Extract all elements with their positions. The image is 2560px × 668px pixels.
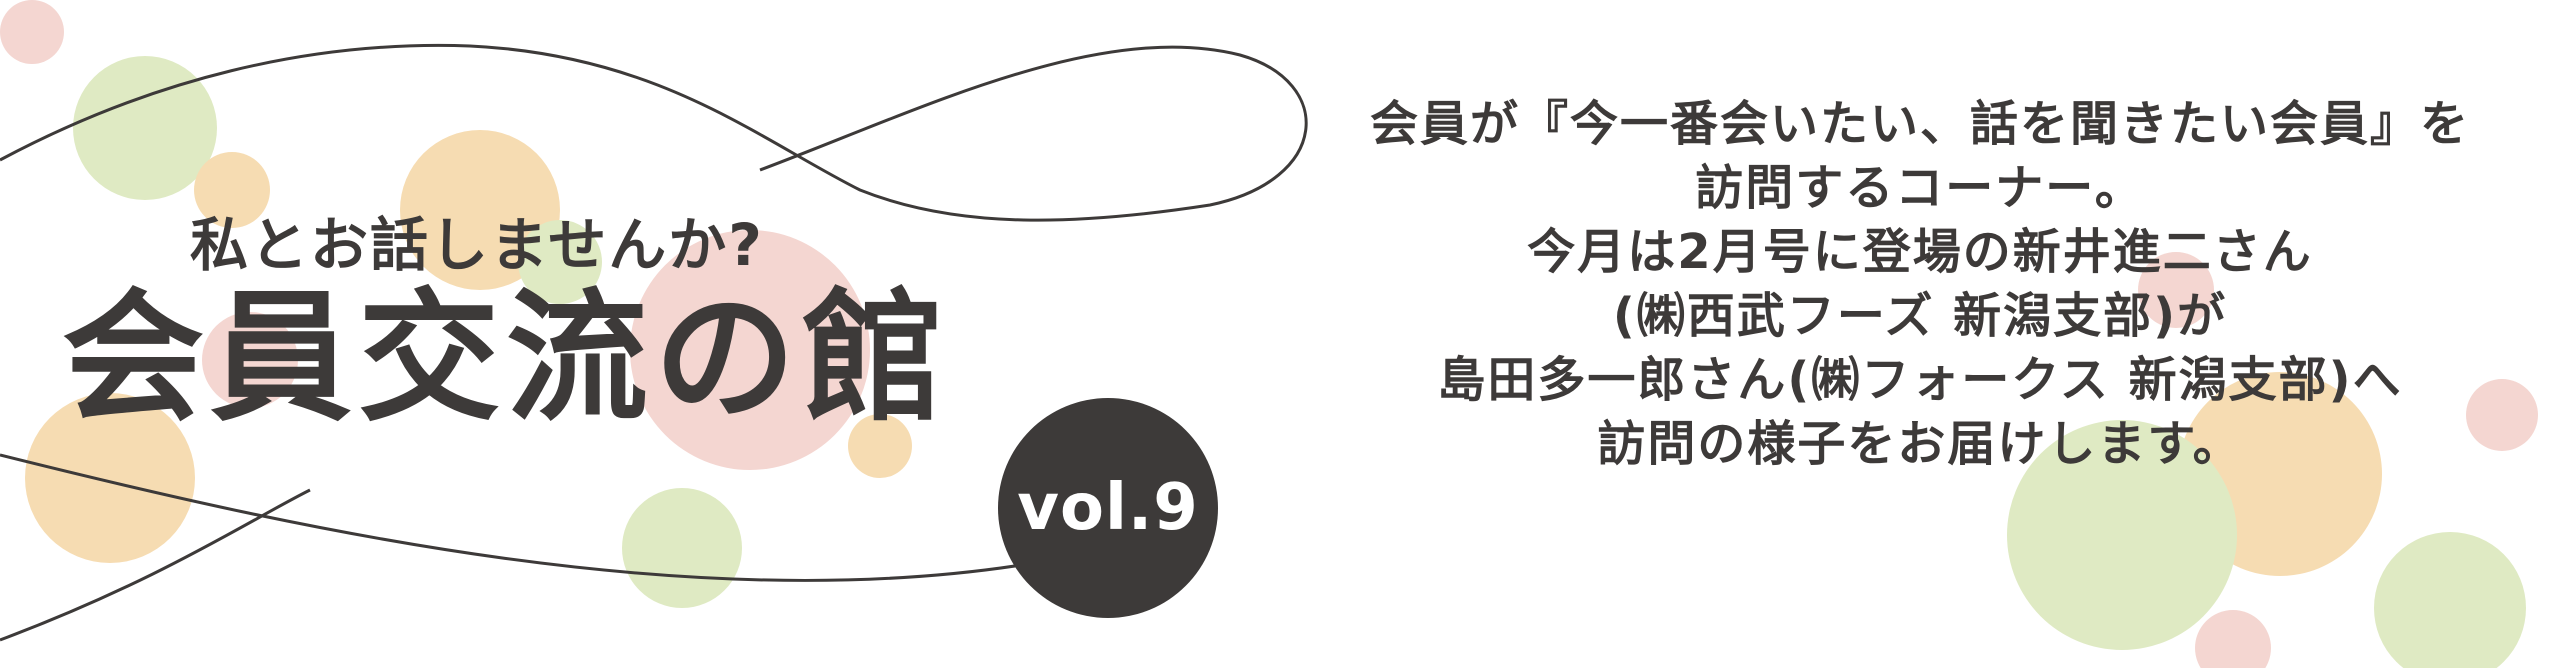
intro-line: (㈱西武フーズ 新潟支部)が — [1612, 288, 2228, 344]
dot — [202, 312, 298, 408]
vol-label: vol.9 — [1017, 471, 1199, 545]
dot — [2138, 252, 2214, 328]
dot — [2374, 532, 2526, 668]
intro-text: 会員が『今一番会いたい、話を聞きたい会員』を 訪問するコーナー。 今月は2月号に… — [1300, 92, 2540, 476]
dot — [848, 414, 912, 478]
page-title: 会員交流の館 — [62, 276, 950, 441]
intro-line: 訪問の様子をお届けします。 — [1597, 416, 2243, 472]
dot — [0, 0, 64, 64]
dot — [73, 56, 217, 200]
dot — [25, 393, 195, 563]
intro-line: 訪問するコーナー。 — [1695, 160, 2145, 216]
vol-badge: vol.9 — [998, 398, 1218, 618]
dot — [2007, 420, 2237, 650]
curve-line — [0, 43, 1308, 222]
intro-line: 島田多一郎さん(㈱フォークス 新潟支部)へ — [1437, 352, 2403, 408]
dot — [194, 152, 270, 228]
dot — [630, 230, 870, 470]
curve-line — [0, 488, 311, 642]
dot — [2466, 379, 2538, 451]
dot — [2195, 610, 2271, 668]
curve-line — [0, 453, 1041, 582]
intro-line: 会員が『今一番会いたい、話を聞きたい会員』を — [1369, 96, 2470, 152]
subtitle: 私とお話しませんか? — [190, 211, 764, 279]
dot — [518, 220, 602, 304]
intro-line: 今月は2月号に登場の新井進二さん — [1527, 224, 2313, 280]
